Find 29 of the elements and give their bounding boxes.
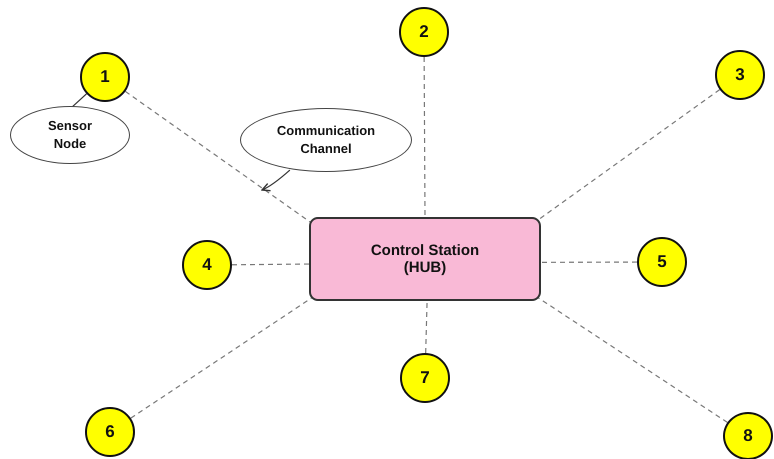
node-label: 7: [420, 368, 430, 388]
node-label: 8: [743, 426, 753, 446]
node-label: Control Station (HUB): [370, 242, 480, 276]
dashed-link-line: [425, 300, 428, 354]
sensor-node-circle: [637, 237, 687, 287]
node-label: Communication Channel: [276, 122, 376, 158]
sensor-node-circle: [85, 407, 135, 457]
dashed-link-line: [541, 261, 637, 263]
node-label: 4: [202, 255, 212, 275]
node-label: 6: [105, 422, 115, 442]
hub-box: [309, 217, 541, 301]
node-label: Sensor Node: [46, 117, 94, 153]
dashed-link-line: [424, 57, 426, 217]
node-label: 1: [100, 67, 110, 87]
dashed-link-line: [125, 90, 310, 223]
sensor-node-circle: [80, 52, 130, 102]
dashed-link-line: [130, 297, 312, 419]
dashed-link-line: [538, 297, 728, 423]
pointer-arrow: [261, 170, 290, 192]
sensor-node-circle: [723, 412, 773, 459]
sensor-node-circle: [399, 7, 449, 57]
node-label: 2: [419, 22, 429, 42]
dashed-link-line: [232, 263, 309, 266]
sensor-node-circle: [400, 353, 450, 403]
sensor-node-circle: [182, 240, 232, 290]
sensor-node-circle: [715, 50, 765, 100]
dashed-link-line: [538, 89, 720, 221]
node-label: 3: [735, 65, 745, 85]
node-label: 5: [657, 252, 667, 272]
